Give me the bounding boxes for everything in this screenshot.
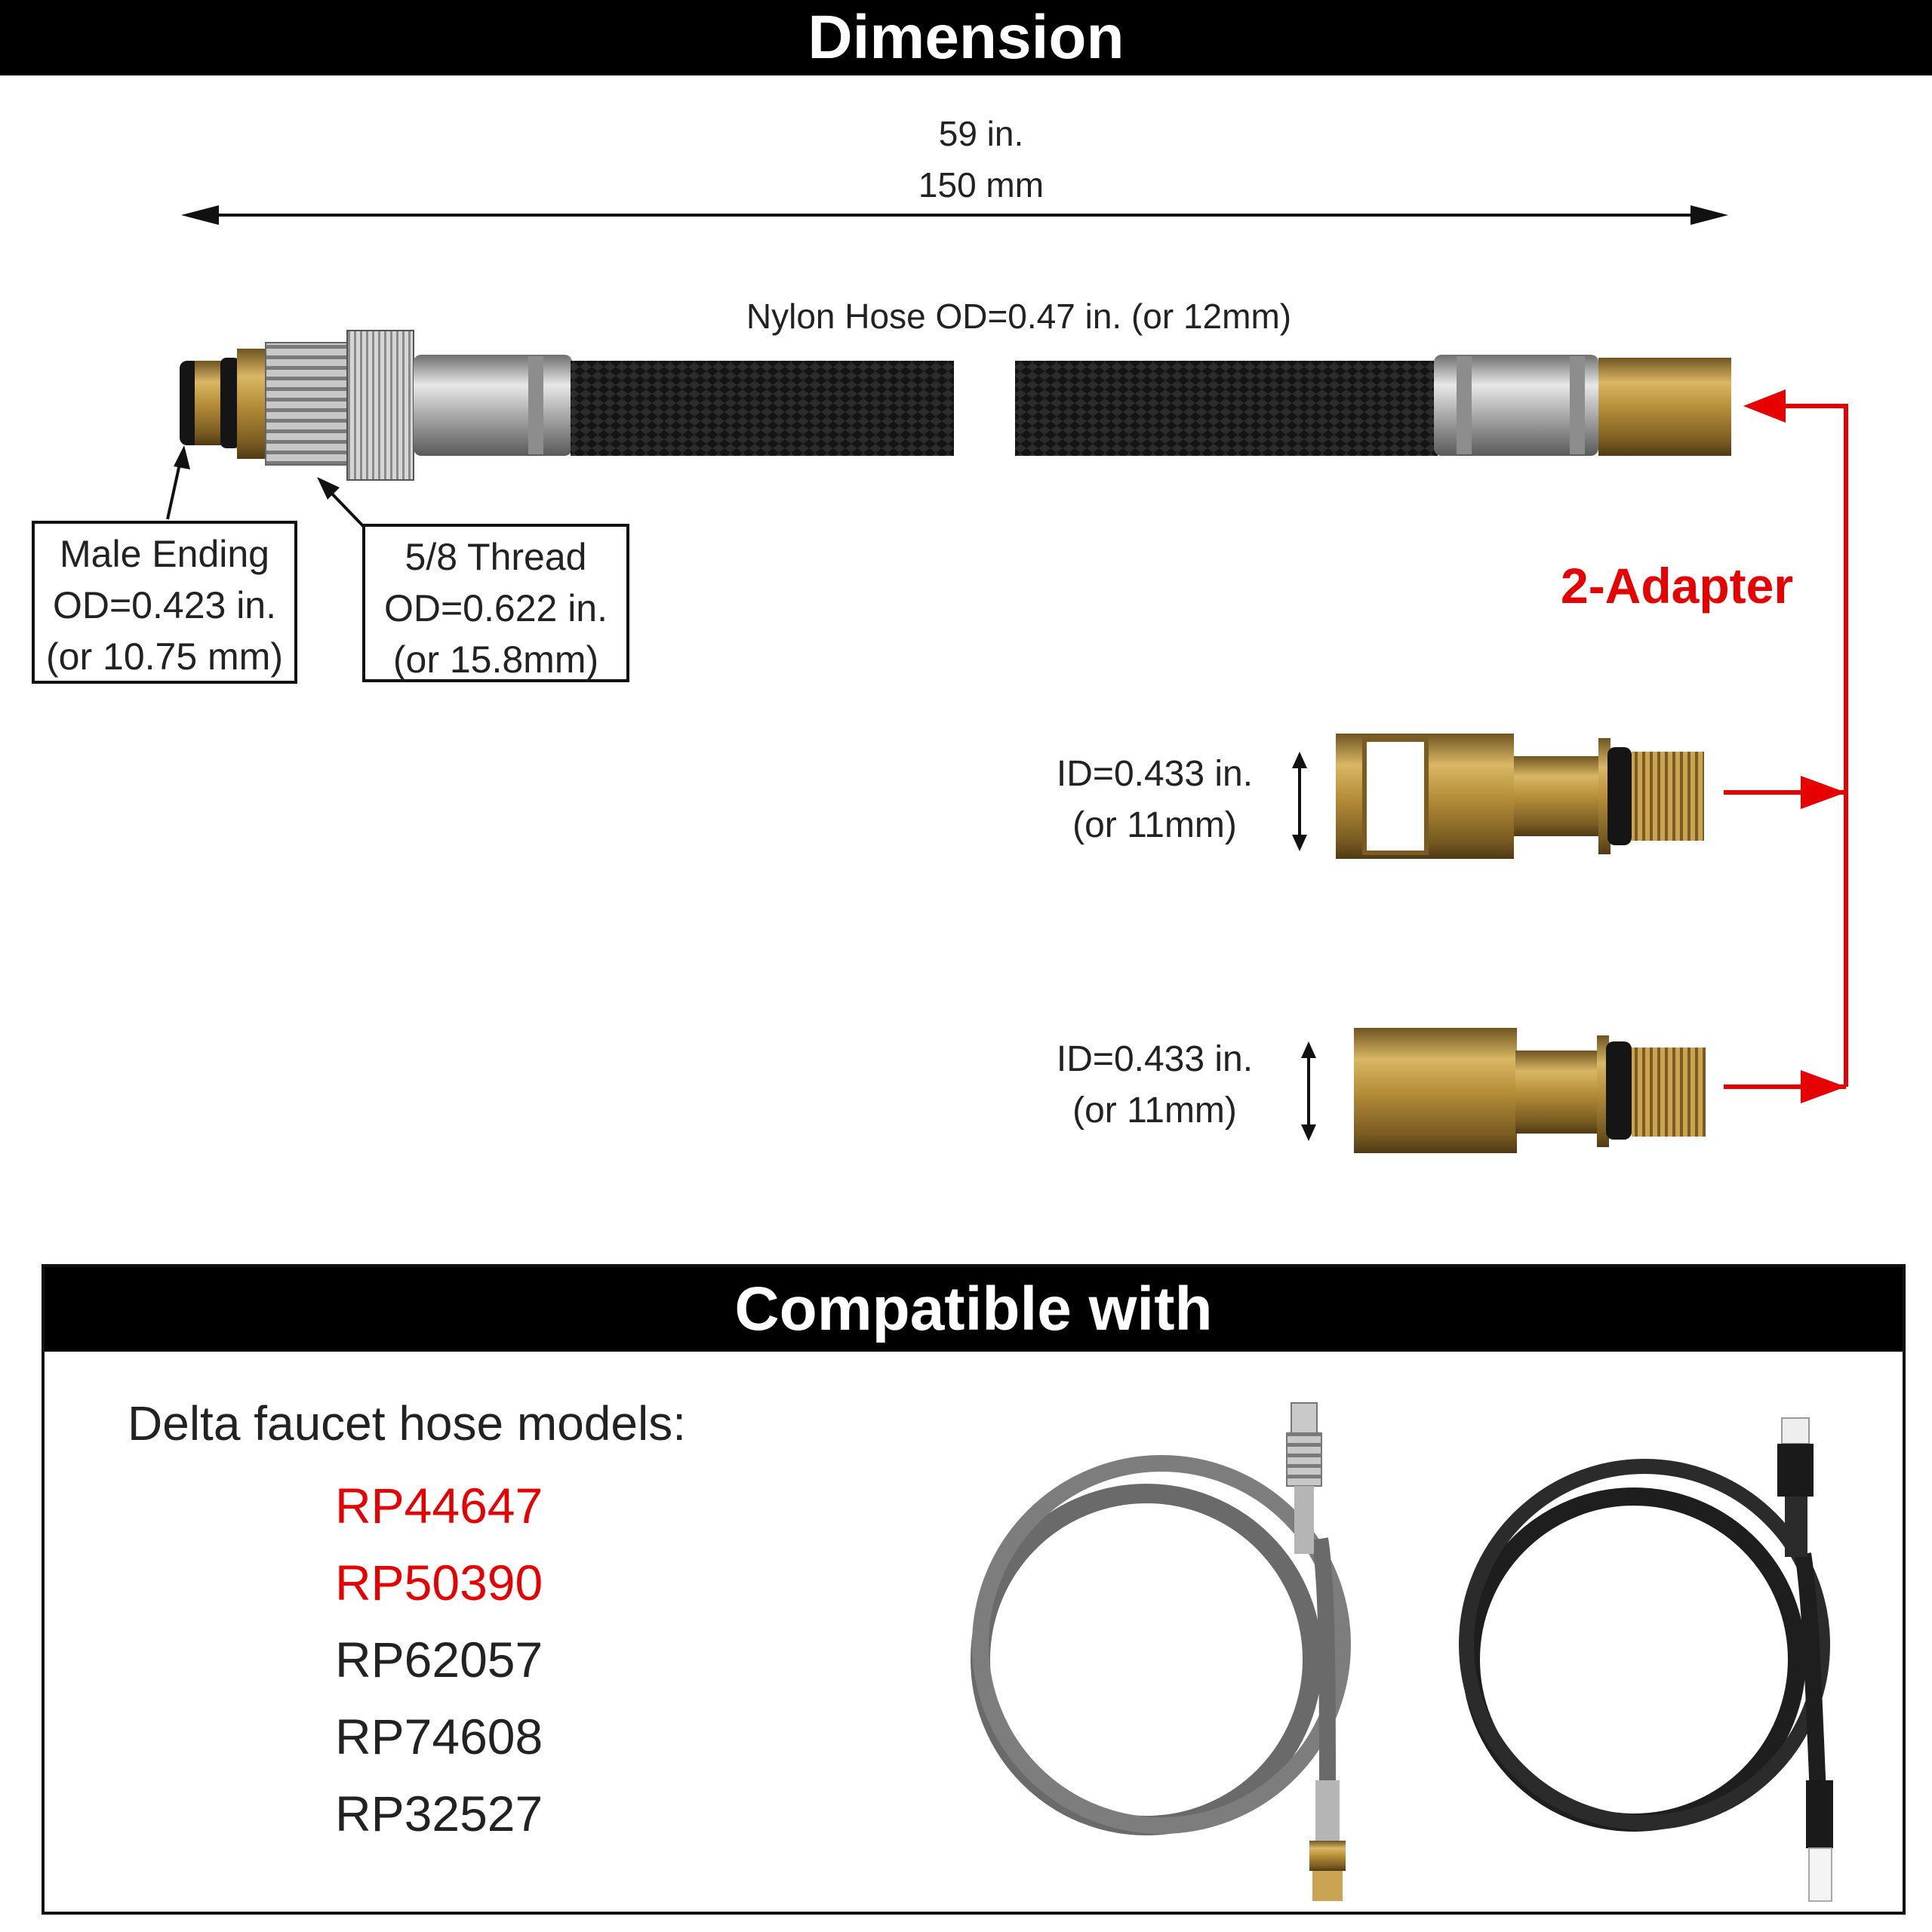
model-item: RP44647	[335, 1478, 543, 1534]
male-ending-line2: OD=0.423 in.	[52, 584, 277, 626]
model-item: RP50390	[335, 1555, 543, 1611]
male-ending-line1: Male Ending	[60, 533, 269, 575]
hose-od-label: Nylon Hose OD=0.47 in. (or 12mm)	[746, 297, 1292, 336]
adapter-connector	[1724, 389, 1848, 1103]
model-item: RP32527	[335, 1786, 543, 1841]
thread-line2: OD=0.622 in.	[383, 587, 608, 629]
hose-assembly	[180, 330, 1731, 481]
length-inches: 59 in.	[938, 114, 1024, 153]
male-ending-pointer	[166, 445, 190, 520]
id-arrow-2	[1301, 1041, 1316, 1141]
models-title: Delta faucet hose models:	[128, 1396, 686, 1451]
adapter-2-id-mm: (or 11mm)	[1072, 1091, 1237, 1131]
adapter-count-label: 2-Adapter	[1561, 558, 1794, 614]
compatible-header: Compatible with	[45, 1267, 1903, 1352]
id-arrow-1	[1292, 752, 1307, 851]
male-ending-line3: (or 10.75 mm)	[46, 635, 283, 678]
thread-line1: 5/8 Thread	[405, 536, 587, 578]
adapter-2	[1354, 1028, 1706, 1153]
length-arrow	[181, 205, 1728, 225]
gray-hose-image	[971, 1402, 1351, 1901]
adapter-1-id-mm: (or 11mm)	[1072, 805, 1237, 845]
model-item: RP62057	[335, 1632, 543, 1687]
adapter-2-id: ID=0.433 in.	[1056, 1039, 1254, 1079]
black-hose-image	[1459, 1417, 1833, 1902]
adapter-1	[1336, 734, 1704, 859]
model-item: RP74608	[335, 1709, 543, 1764]
thread-line3: (or 15.8mm)	[392, 638, 599, 681]
compatible-panel: Compatible with Delta faucet hose models…	[42, 1264, 1906, 1915]
thread-callout: 5/8 Thread OD=0.622 in. (or 15.8mm)	[362, 524, 629, 682]
length-mm: 150 mm	[918, 165, 1044, 205]
hose-product-images	[971, 1402, 1833, 1902]
thread-pointer	[317, 477, 367, 530]
male-ending-callout: Male Ending OD=0.423 in. (or 10.75 mm)	[32, 521, 297, 684]
dimension-header: Dimension	[0, 0, 1932, 75]
adapter-1-id: ID=0.433 in.	[1056, 754, 1254, 794]
